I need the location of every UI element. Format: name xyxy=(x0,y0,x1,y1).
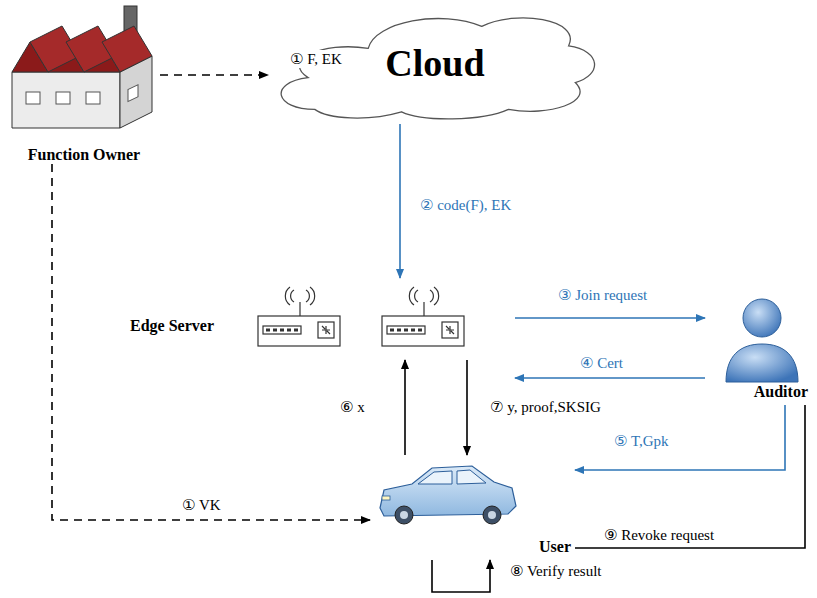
actor-node: Auditor xyxy=(705,285,812,405)
node-label: Auditor xyxy=(754,383,808,401)
edge-label: ⑥ x xyxy=(338,398,367,416)
node-label: Function Owner xyxy=(28,146,140,164)
server-node: Edge Server xyxy=(118,278,515,360)
connector xyxy=(160,74,268,76)
connector xyxy=(575,405,785,470)
connector xyxy=(575,405,805,548)
connector xyxy=(404,360,406,455)
node-label: Edge Server xyxy=(130,317,214,335)
connector xyxy=(432,560,490,592)
car-icon xyxy=(380,466,516,524)
router-icon xyxy=(258,287,340,346)
edge-label: ② code(F), EK xyxy=(418,196,513,214)
edge-label: ① F, EK xyxy=(288,50,344,68)
edge-label: ⑤ T,Gpk xyxy=(612,432,671,450)
edge-label: ⑦ y, proof,SKSIG xyxy=(488,398,603,416)
actor-node: Function Owner xyxy=(8,8,160,164)
connector xyxy=(466,360,468,455)
connector xyxy=(515,377,705,379)
factory-icon xyxy=(12,6,152,128)
actor-node: User xyxy=(370,455,575,560)
edge-label: ④ Cert xyxy=(578,354,625,372)
edge-label: ⑨ Revoke request xyxy=(602,526,716,544)
edge-label: ③ Join request xyxy=(556,286,649,304)
node-label: Cloud xyxy=(385,41,484,85)
edge-label: ① VK xyxy=(180,496,223,514)
router-icon xyxy=(382,287,464,346)
person-icon xyxy=(726,299,798,382)
connector xyxy=(52,164,370,520)
node-label: User xyxy=(539,538,571,556)
connector xyxy=(399,124,401,278)
connector xyxy=(515,317,705,319)
edge-label: ⑧ Verify result xyxy=(508,562,604,580)
